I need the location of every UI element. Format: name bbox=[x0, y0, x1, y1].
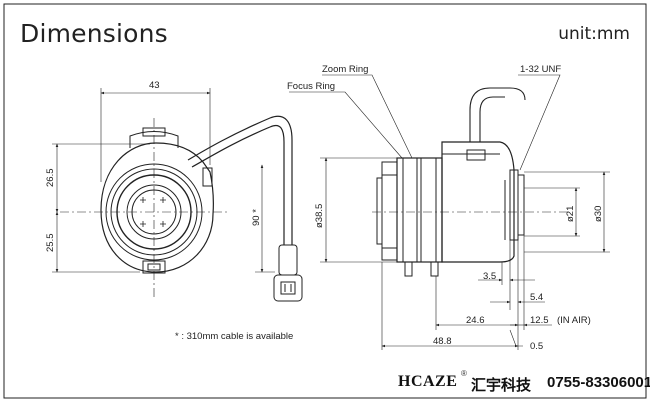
focus-ring-label: Focus Ring bbox=[287, 81, 335, 92]
dim-48-8: 48.8 bbox=[433, 336, 452, 347]
phone-number: 0755-83306001 bbox=[547, 374, 650, 391]
dim-front-width: 43 bbox=[149, 80, 160, 91]
company-name: 汇宇科技 bbox=[471, 377, 532, 394]
dim-5-4: 5.4 bbox=[530, 292, 543, 303]
cable-note: * : 310mm cable is available bbox=[175, 331, 293, 342]
dim-24-6: 24.6 bbox=[466, 315, 485, 326]
brand-logo: HCAZE bbox=[398, 373, 458, 390]
outer-border bbox=[3, 3, 647, 399]
dim-0-5: 0.5 bbox=[530, 341, 543, 352]
dim-3-5: 3.5 bbox=[483, 271, 496, 282]
front-dimensions bbox=[52, 88, 275, 273]
side-dimensions bbox=[289, 74, 610, 350]
dim-back-diameter-large: ø30 bbox=[593, 206, 604, 222]
side-view bbox=[372, 87, 570, 277]
mount-label: 1-32 UNF bbox=[520, 64, 561, 75]
dim-12-5: 12.5 bbox=[530, 315, 549, 326]
dim-back-diameter-small: ø21 bbox=[565, 206, 576, 222]
unit-label: unit:mm bbox=[558, 24, 630, 44]
front-view bbox=[60, 115, 303, 302]
dim-lower-height: 25.5 bbox=[45, 234, 56, 253]
in-air-label: (IN AIR) bbox=[557, 315, 591, 326]
zoom-ring-label: Zoom Ring bbox=[322, 64, 368, 75]
registered-mark: ® bbox=[461, 369, 467, 378]
page-title: Dimensions bbox=[20, 19, 168, 48]
dim-cable-length: 90 * bbox=[251, 209, 262, 226]
dim-upper-height: 26.5 bbox=[45, 169, 56, 188]
dim-body-diameter: ø38.5 bbox=[314, 204, 325, 228]
